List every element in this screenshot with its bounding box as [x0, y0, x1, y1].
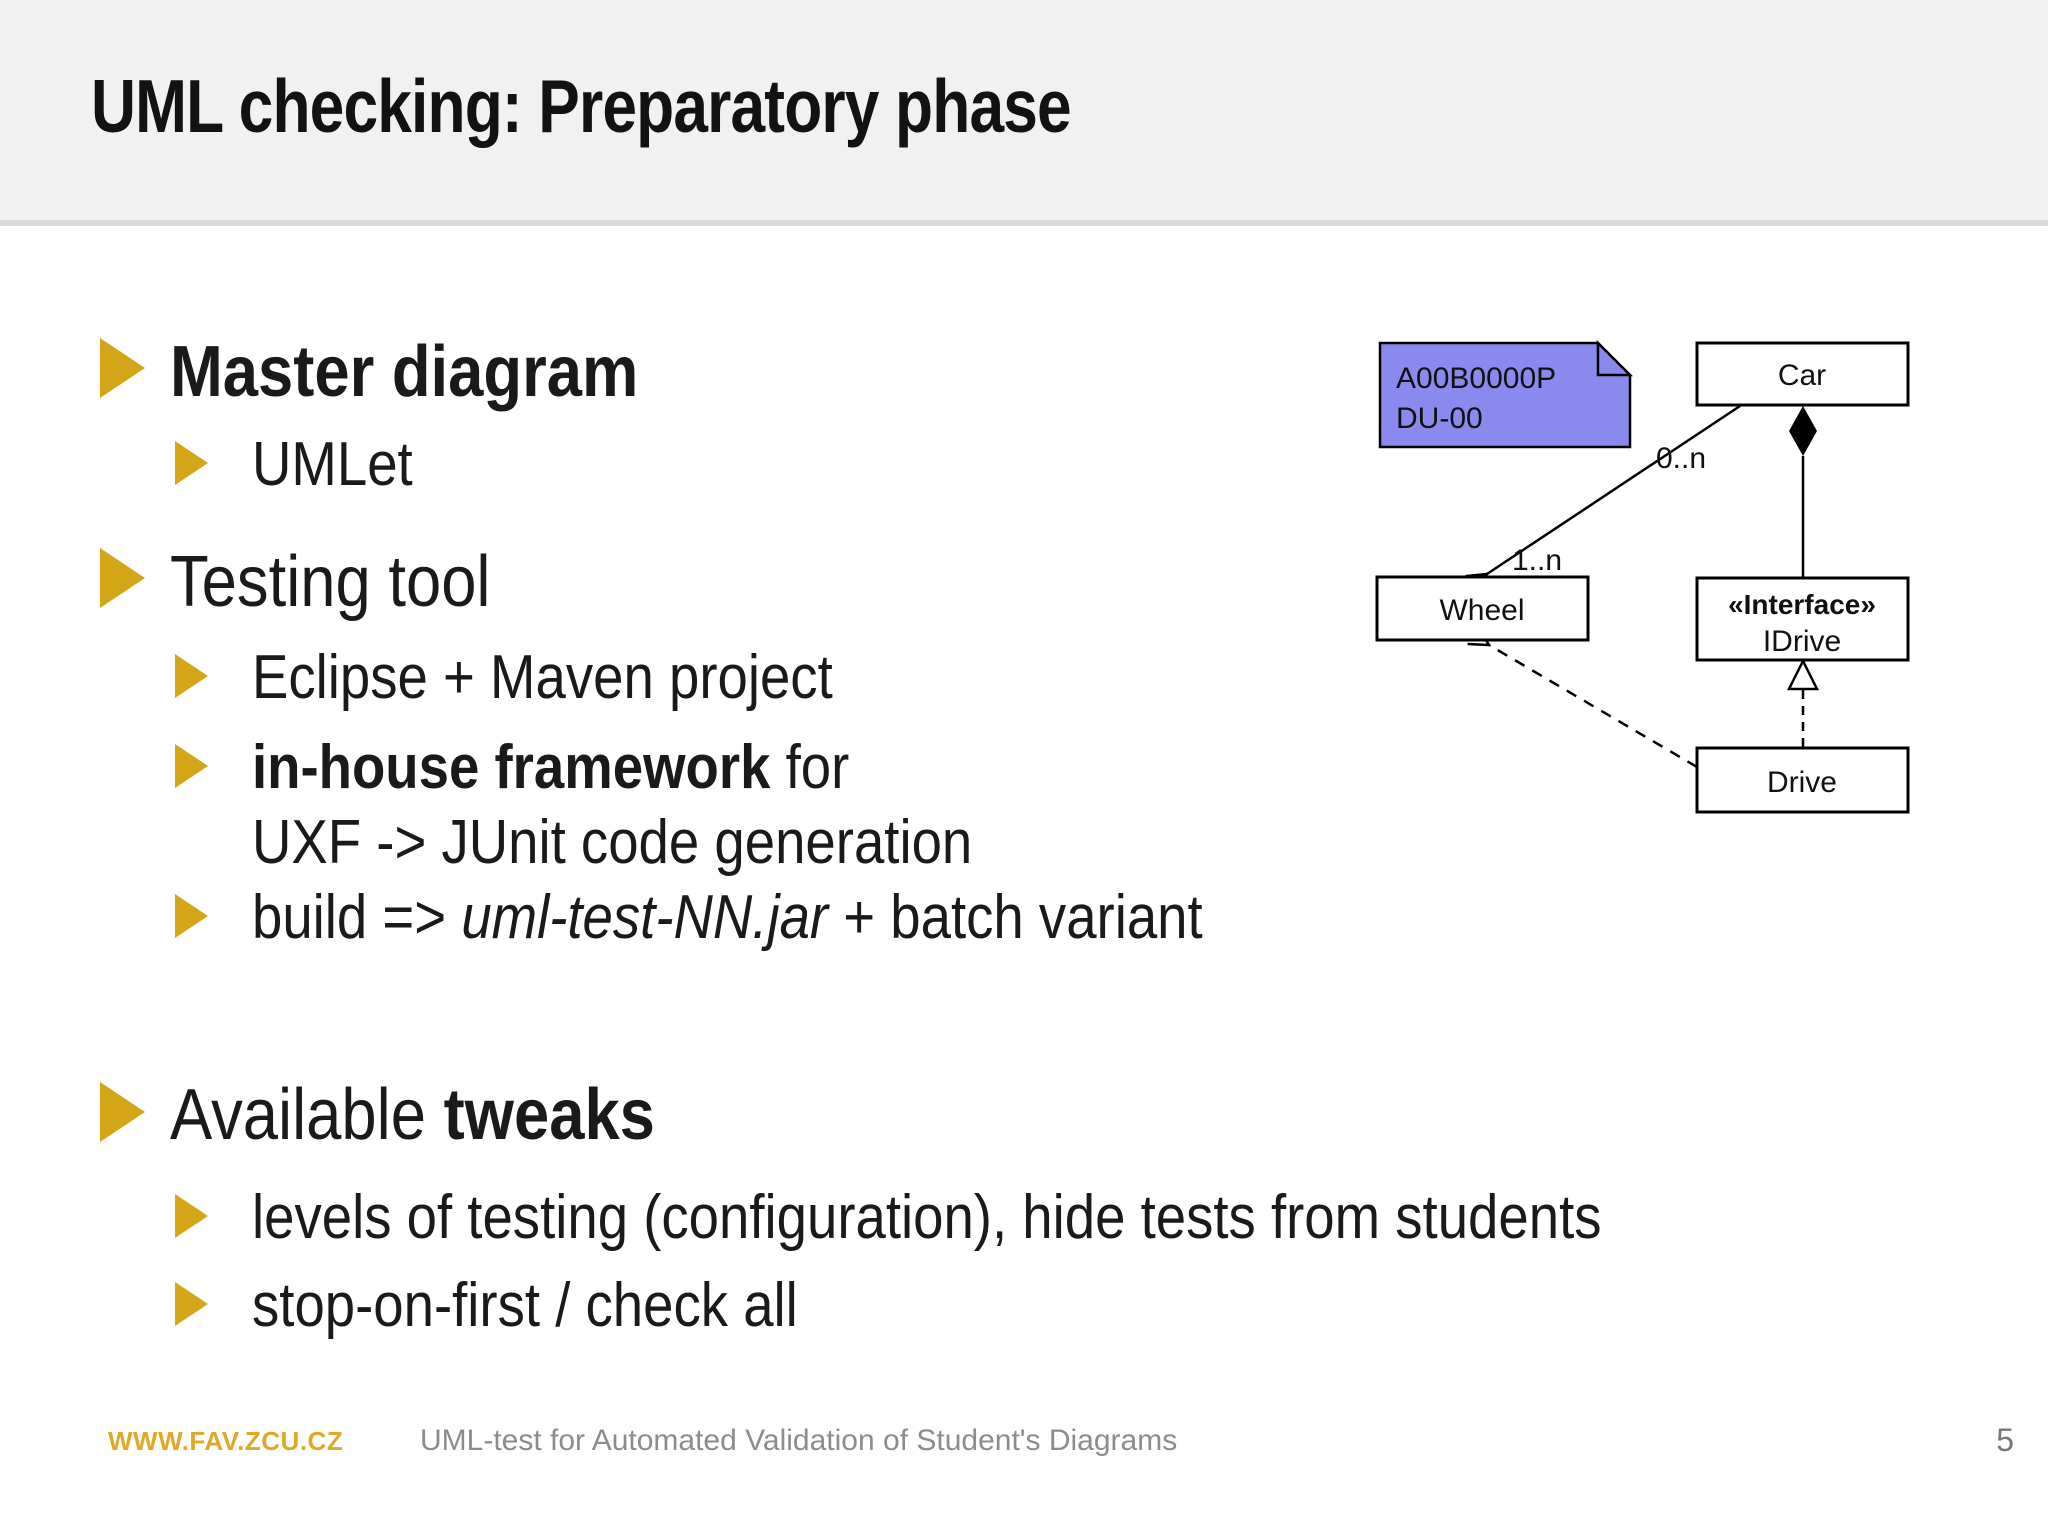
realization-triangle-icon	[1786, 658, 1820, 691]
bullet-inhouse-framework: in-house framework for	[252, 737, 849, 799]
interface-stereotype-label: «Interface»	[1728, 589, 1876, 620]
uml-diagram: A00B0000P DU-00 Car Wheel «Interface» ID…	[1375, 339, 1910, 814]
bullet-master-diagram: Master diagram	[170, 332, 639, 412]
inhouse-tail-text: for	[770, 733, 850, 802]
bullet-triangle-icon	[100, 548, 145, 608]
note-line2: DU-00	[1396, 402, 1483, 435]
class-drive-label: Drive	[1767, 766, 1837, 799]
bullet-stop-on-first: stop-on-first / check all	[252, 1271, 798, 1340]
tweaks-pre-text: Available	[170, 1075, 444, 1155]
tweaks-bold-text: tweaks	[443, 1075, 655, 1155]
inhouse-bold-text: in-house framework	[252, 733, 771, 802]
composition-diamond-icon	[1789, 406, 1817, 456]
bullet-triangle-icon	[175, 1194, 208, 1238]
build-jar-italic-text: uml-test-NN.jar	[461, 883, 829, 952]
multiplicity-car-end: 0..n	[1656, 442, 1706, 475]
bullet-triangle-icon	[175, 441, 208, 485]
bullet-triangle-icon	[175, 744, 208, 788]
slide-header: UML checking: Preparatory phase	[0, 0, 2048, 226]
class-drive-box	[1695, 746, 1910, 814]
build-pre-text: build =>	[252, 883, 462, 952]
bullet-triangle-icon	[100, 1082, 145, 1142]
bullet-eclipse-maven: Eclipse + Maven project	[252, 643, 833, 712]
bullet-triangle-icon	[175, 1282, 208, 1326]
interface-idrive-box	[1695, 576, 1910, 662]
bullet-levels-of-testing: levels of testing (configuration), hide …	[252, 1183, 1602, 1252]
class-wheel-label: Wheel	[1439, 594, 1524, 627]
build-tail-text: + batch variant	[828, 883, 1203, 952]
bullet-available-tweaks: Available tweaks	[170, 1079, 655, 1151]
class-wheel-box	[1375, 575, 1590, 642]
footer-page-number: 5	[1996, 1422, 2014, 1458]
class-car-label: Car	[1778, 359, 1826, 392]
note-line1: A00B0000P	[1396, 362, 1556, 395]
bullet-inhouse-line2: UXF -> JUnit code generation	[252, 808, 973, 877]
association-car-wheel	[1465, 404, 1741, 594]
page-title: UML checking: Preparatory phase	[91, 64, 1072, 148]
footer-website-url: WWW.FAV.ZCU.CZ	[108, 1426, 344, 1456]
footer-caption: UML-test for Automated Validation of Stu…	[420, 1424, 1178, 1457]
uml-note-fold-icon	[1596, 339, 1634, 377]
class-car-box	[1695, 341, 1910, 407]
multiplicity-wheel-end: 1..n	[1512, 544, 1562, 577]
bullet-triangle-icon	[175, 654, 208, 698]
interface-name-label: IDrive	[1763, 625, 1841, 658]
bullet-build-jar: build => uml-test-NN.jar + batch variant	[252, 887, 1203, 949]
dependency-drive-wheel	[1467, 626, 1698, 769]
bullet-triangle-icon	[100, 338, 145, 398]
bullet-umlet: UMLet	[252, 430, 413, 499]
uml-note	[1378, 341, 1632, 449]
bullet-testing-tool: Testing tool	[170, 542, 491, 622]
bullet-triangle-icon	[175, 894, 208, 938]
